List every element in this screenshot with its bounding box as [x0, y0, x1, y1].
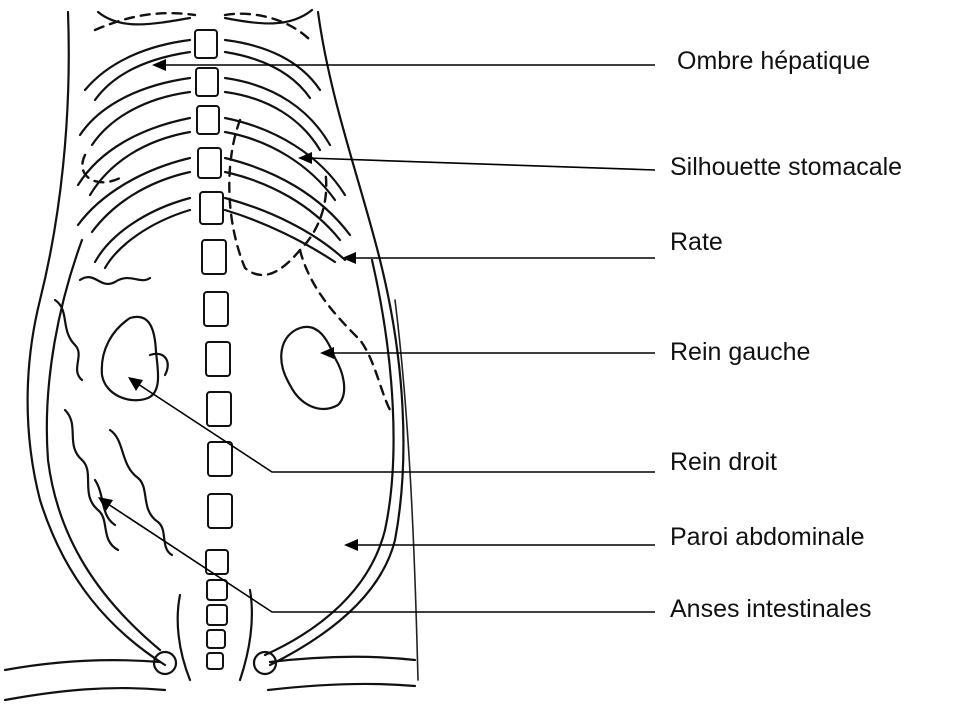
label-rein-gauche: Rein gauche	[670, 340, 810, 365]
label-paroi-abdominale: Paroi abdominale	[670, 525, 865, 550]
label-rate: Rate	[670, 230, 723, 255]
label-rein-droit: Rein droit	[670, 450, 777, 475]
spine	[178, 30, 252, 680]
label-silhouette-stomacale: Silhouette stomacale	[670, 155, 902, 180]
intestinal-loops	[55, 277, 172, 555]
right-kidney-shape	[102, 317, 158, 400]
leader-lines	[98, 59, 655, 612]
label-anses-intestinales: Anses intestinales	[670, 597, 872, 622]
label-ombre-hepatique: Ombre hépatique	[677, 49, 870, 74]
left-kidney-shape	[281, 327, 344, 409]
